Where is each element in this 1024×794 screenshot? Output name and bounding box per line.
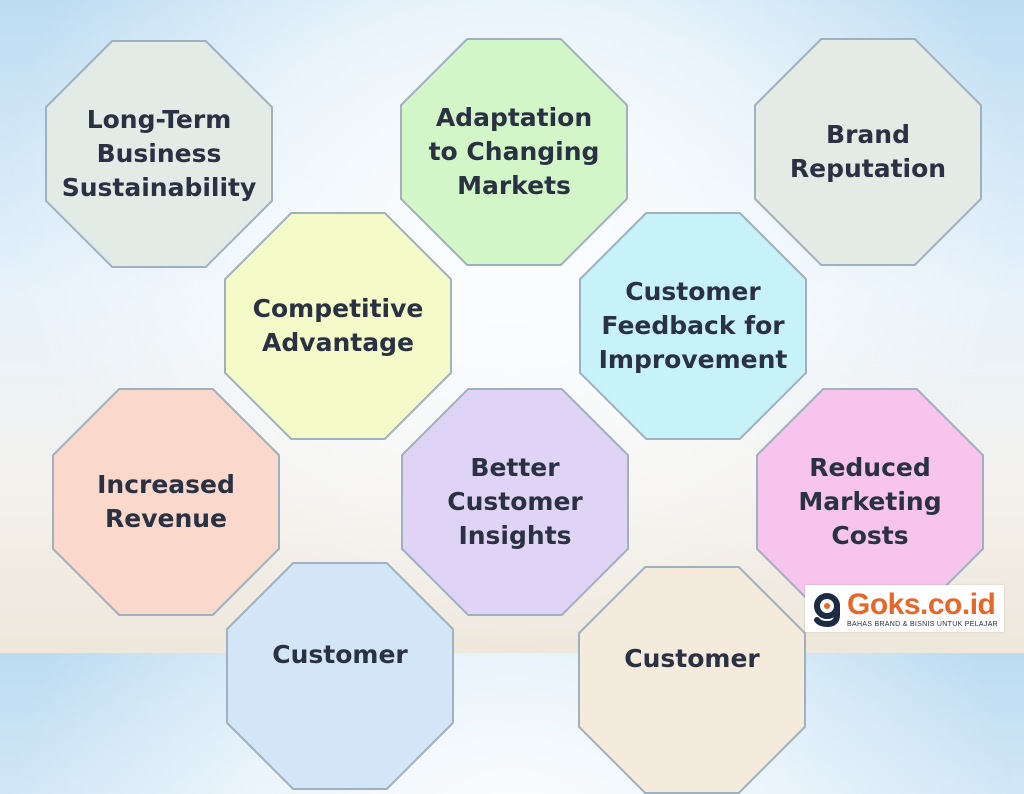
benefit-label: Long-Term Business Sustainability — [61, 105, 257, 202]
benefit-label: Adaptation to Changing Markets — [428, 103, 600, 200]
goks-g-icon — [809, 591, 845, 627]
benefit-better-customer-insights: Better Customer Insights — [401, 388, 629, 616]
benefit-label: Better Customer Insights — [447, 453, 583, 550]
benefit-long-term-business-sustainability: Long-Term Business Sustainability — [45, 40, 273, 268]
benefit-customer-partial-right: Customer — [578, 566, 806, 794]
benefit-customer-feedback-for-improvement: Customer Feedback for Improvement — [579, 212, 807, 440]
benefit-customer-partial-left: Customer — [226, 562, 454, 790]
benefit-fill: Customer Feedback for Improvement — [581, 214, 805, 438]
benefit-fill: Adaptation to Changing Markets — [402, 40, 626, 264]
benefit-brand-reputation: Brand Reputation — [754, 38, 982, 266]
benefit-fill: Reduced Marketing Costs — [758, 390, 982, 614]
benefit-label: Reduced Marketing Costs — [798, 453, 942, 550]
goks-logo-tagline: BAHAS BRAND & BISNIS UNTUK PELAJAR — [847, 620, 999, 628]
benefit-label: Customer Feedback for Improvement — [598, 277, 788, 374]
benefit-fill: Better Customer Insights — [403, 390, 627, 614]
benefit-label: Customer — [624, 644, 760, 673]
benefit-label: Competitive Advantage — [252, 294, 424, 357]
benefit-increased-revenue: Increased Revenue — [52, 388, 280, 616]
benefit-fill: Competitive Advantage — [226, 214, 450, 438]
goks-logo-text: Goks.co.id BAHAS BRAND & BISNIS UNTUK PE… — [847, 587, 999, 628]
benefit-fill: Increased Revenue — [54, 390, 278, 614]
goks-watermark-logo: Goks.co.id BAHAS BRAND & BISNIS UNTUK PE… — [805, 585, 1004, 632]
benefit-fill: Long-Term Business Sustainability — [47, 42, 271, 266]
benefit-fill: Brand Reputation — [756, 40, 980, 264]
benefit-fill: Customer — [228, 564, 452, 788]
benefit-reduced-marketing-costs: Reduced Marketing Costs — [756, 388, 984, 616]
benefit-label: Increased Revenue — [97, 470, 235, 533]
goks-logo-name: Goks.co.id — [847, 587, 996, 621]
benefit-adaptation-to-changing-markets: Adaptation to Changing Markets — [400, 38, 628, 266]
benefit-label: Customer — [272, 640, 408, 669]
benefit-label: Brand Reputation — [789, 120, 947, 183]
benefit-fill: Customer — [580, 568, 804, 792]
benefit-competitive-advantage: Competitive Advantage — [224, 212, 452, 440]
